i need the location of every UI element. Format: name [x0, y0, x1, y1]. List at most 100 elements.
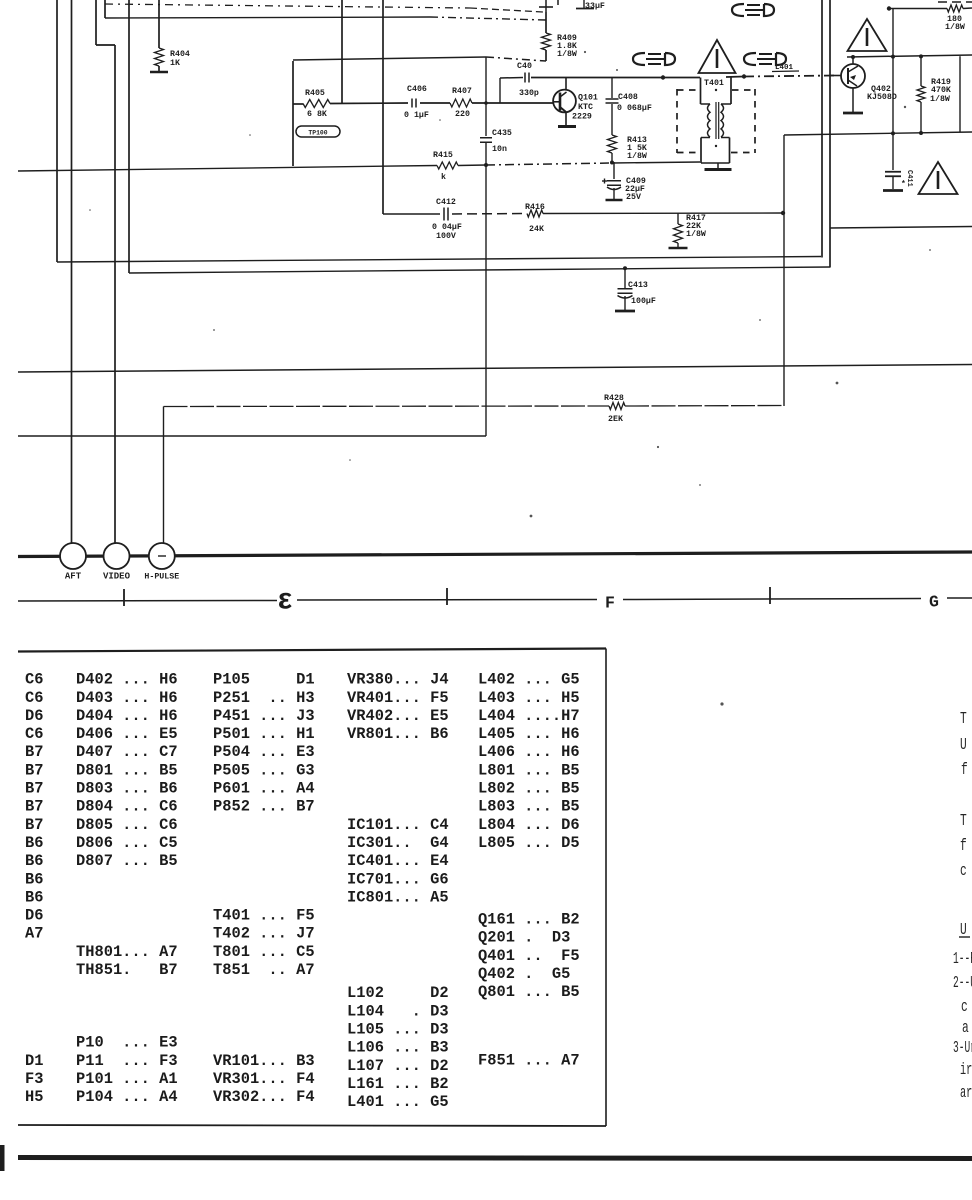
svg-text:F: F	[605, 594, 615, 613]
svg-text:IC301.. G4: IC301.. G4	[347, 834, 449, 852]
svg-text:VR302... F4: VR302... F4	[213, 1088, 315, 1106]
svg-text:B6: B6	[25, 834, 43, 852]
svg-text:D404 ... H6: D404 ... H6	[76, 707, 178, 725]
svg-text:C406: C406	[407, 85, 427, 94]
svg-text:H5: H5	[25, 1088, 43, 1106]
svg-text:L107 ... D2: L107 ... D2	[347, 1057, 449, 1075]
svg-text:c: c	[960, 862, 967, 881]
svg-text:Q402 . G5: Q402 . G5	[478, 965, 570, 983]
svg-text:1/8W: 1/8W	[627, 151, 647, 161]
svg-text:100µF: 100µF	[631, 297, 656, 306]
svg-text:ε: ε	[278, 583, 292, 616]
svg-text:AFT: AFT	[65, 572, 82, 582]
svg-text:D1: D1	[25, 1052, 43, 1070]
svg-text:22µF: 22µF	[625, 185, 645, 194]
svg-text:P11 ... F3: P11 ... F3	[76, 1052, 178, 1070]
svg-text:220: 220	[455, 110, 470, 119]
svg-text:L102 D2: L102 D2	[347, 984, 449, 1002]
svg-text:0 04µF: 0 04µF	[432, 223, 462, 232]
svg-text:R417: R417	[686, 214, 706, 223]
svg-text:Q402: Q402	[871, 85, 891, 94]
svg-text:F851 ... A7: F851 ... A7	[478, 1052, 580, 1070]
svg-text:B7: B7	[25, 816, 43, 834]
svg-text:L105 ... D3: L105 ... D3	[347, 1020, 449, 1038]
svg-text:C6: C6	[25, 671, 43, 689]
svg-text:T: T	[960, 812, 967, 831]
svg-text:P104 ... A4: P104 ... A4	[76, 1088, 178, 1106]
svg-text:2--U: 2--U	[953, 975, 972, 993]
svg-text:R407: R407	[452, 87, 472, 96]
svg-text:U: U	[960, 921, 967, 940]
svg-text:L402 ... G5: L402 ... G5	[478, 671, 580, 689]
svg-text:L804 ... D6: L804 ... D6	[478, 816, 580, 834]
svg-text:P251 .. H3: P251 .. H3	[213, 689, 315, 707]
svg-text:C435: C435	[492, 129, 512, 138]
svg-text:Q101: Q101	[578, 93, 598, 102]
svg-text:KTC: KTC	[578, 103, 593, 112]
svg-text:L106 ... B3: L106 ... B3	[347, 1039, 449, 1057]
svg-text:10n: 10n	[492, 145, 507, 154]
svg-text:R415: R415	[433, 151, 453, 160]
svg-text:B7: B7	[25, 743, 43, 761]
svg-text:C408: C408	[618, 93, 638, 102]
svg-text:R404: R404	[170, 50, 190, 59]
svg-text:2EK: 2EK	[608, 415, 623, 424]
svg-text:a: a	[962, 1019, 969, 1038]
svg-text:R409: R409	[557, 34, 577, 43]
svg-text:R428: R428	[604, 394, 624, 403]
svg-text:D403 ... H6: D403 ... H6	[76, 689, 178, 707]
svg-text:VR301... F4: VR301... F4	[213, 1070, 315, 1088]
svg-text:P105 D1: P105 D1	[213, 671, 315, 689]
svg-text:L803 ... B5: L803 ... B5	[478, 798, 580, 816]
svg-text:1 5K: 1 5K	[627, 144, 647, 153]
svg-text:22K: 22K	[686, 222, 701, 231]
svg-text:P101 ... A1: P101 ... A1	[76, 1070, 178, 1088]
svg-text:L406 ... H6: L406 ... H6	[478, 743, 580, 761]
svg-text:1.8K: 1.8K	[557, 42, 577, 51]
svg-text:B7: B7	[25, 761, 43, 779]
svg-text:L405 ... H6: L405 ... H6	[478, 725, 580, 743]
svg-text:IC801... A5: IC801... A5	[347, 888, 449, 906]
svg-text:Q161 ... B2: Q161 ... B2	[478, 911, 580, 929]
svg-text:T402 ... J7: T402 ... J7	[213, 925, 315, 943]
svg-text:P505 ... G3: P505 ... G3	[213, 761, 315, 779]
svg-text:VR801... B6: VR801... B6	[347, 725, 449, 743]
svg-text:1/8W: 1/8W	[930, 94, 950, 104]
svg-text:L401 ... G5: L401 ... G5	[347, 1093, 449, 1111]
svg-text:L805 ... D5: L805 ... D5	[478, 834, 580, 852]
svg-text:R413: R413	[627, 136, 647, 145]
svg-text:330p: 330p	[519, 89, 539, 98]
svg-text:T401: T401	[704, 79, 724, 88]
svg-text:D402 ... H6: D402 ... H6	[76, 671, 178, 689]
svg-text:3-Ur: 3-Ur	[953, 1040, 972, 1058]
svg-text:VR380... J4: VR380... J4	[347, 671, 449, 689]
svg-text:C413: C413	[628, 281, 648, 290]
svg-text:P504 ... E3: P504 ... E3	[213, 743, 315, 761]
svg-text:D804 ... C6: D804 ... C6	[76, 798, 178, 816]
svg-text:D803 ... B6: D803 ... B6	[76, 780, 178, 798]
svg-text:F3: F3	[25, 1070, 43, 1088]
svg-text:L802 ... B5: L802 ... B5	[478, 780, 580, 798]
svg-text:L404 ....H7: L404 ....H7	[478, 707, 580, 725]
svg-text:C412: C412	[436, 198, 456, 207]
svg-text:25V: 25V	[626, 193, 641, 202]
svg-text:C409: C409	[626, 177, 646, 186]
svg-text:U: U	[960, 736, 967, 755]
svg-text:180: 180	[947, 15, 962, 24]
svg-text:R405: R405	[305, 89, 325, 98]
svg-text:0 068µF: 0 068µF	[617, 104, 652, 113]
svg-text:T: T	[960, 710, 967, 729]
svg-text:L161 ... B2: L161 ... B2	[347, 1075, 449, 1093]
svg-text:L104 . D3: L104 . D3	[347, 1002, 449, 1020]
svg-text:24K: 24K	[529, 225, 544, 234]
svg-text:0 1µF: 0 1µF	[404, 111, 429, 120]
svg-text:1K: 1K	[170, 59, 180, 68]
svg-text:VR101... B3: VR101... B3	[213, 1052, 315, 1070]
svg-text:c: c	[961, 998, 968, 1017]
svg-text:TH801... A7: TH801... A7	[76, 943, 178, 961]
svg-text:470K: 470K	[931, 86, 951, 95]
svg-text:B6: B6	[25, 888, 43, 906]
svg-text:C40: C40	[517, 62, 532, 71]
svg-text:B6: B6	[25, 870, 43, 888]
svg-text:1/8W: 1/8W	[945, 22, 965, 32]
